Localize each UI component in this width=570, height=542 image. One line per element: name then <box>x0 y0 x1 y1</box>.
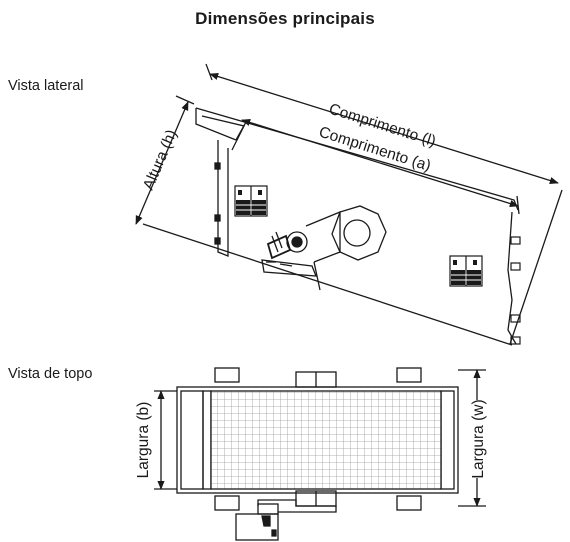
support-block-left <box>234 185 268 217</box>
label-mask <box>468 400 486 478</box>
height-h-extension-line <box>175 95 195 105</box>
base-bolts <box>266 261 293 267</box>
label-mask <box>134 410 152 470</box>
screen-mesh-deck <box>210 390 442 490</box>
feed-box-outline <box>195 108 237 141</box>
width-b-label: Largura (b) <box>135 402 152 479</box>
feed-end-lip <box>202 390 212 490</box>
diagram-title: Dimensões principais <box>195 9 375 28</box>
height-h-dimension-line <box>135 101 189 225</box>
side-view-label: Vista lateral <box>8 78 84 94</box>
drive-motor-housing <box>331 205 387 261</box>
drive-motor-top <box>235 513 279 541</box>
drive-base-plate <box>261 259 317 277</box>
feed-end-plate <box>180 390 204 490</box>
length-l-extension-line <box>205 63 213 81</box>
support-pad <box>214 495 240 511</box>
exciter-shaft <box>291 236 303 248</box>
length-a-extension-line <box>516 195 520 215</box>
right-end-wall <box>507 211 517 345</box>
motor-support <box>313 261 321 291</box>
side-view-drawing <box>135 63 563 346</box>
support-pad <box>214 367 240 383</box>
width-w-label: Largura (w) <box>470 399 487 478</box>
discharge-end <box>440 390 455 490</box>
motor-coupling <box>257 503 279 515</box>
top-view-label: Vista de topo <box>8 366 93 382</box>
right-reference-line <box>509 189 563 345</box>
spring-coil <box>271 231 283 253</box>
motor-detail <box>271 529 277 537</box>
deck-top-edge <box>195 107 519 211</box>
feed-lip <box>235 121 247 141</box>
belt-guard <box>305 211 341 263</box>
feed-box-inner <box>201 115 245 151</box>
bolt-mark <box>214 214 221 222</box>
support-pad <box>396 367 422 383</box>
height-h-label: Altura (h) <box>140 127 181 192</box>
top-view-drawing <box>154 367 486 541</box>
support-pad <box>396 495 422 511</box>
bolt-mark <box>214 237 221 245</box>
left-end-wall <box>217 140 229 257</box>
bolt-mark <box>214 162 221 170</box>
spring-assembly <box>266 234 292 260</box>
drive-shaft-guard <box>257 499 337 513</box>
support-block-right <box>449 255 483 287</box>
right-wall-clips <box>510 236 521 345</box>
motor-detail <box>261 515 271 527</box>
base-reference-line <box>142 223 513 346</box>
motor-pulley <box>343 219 371 247</box>
